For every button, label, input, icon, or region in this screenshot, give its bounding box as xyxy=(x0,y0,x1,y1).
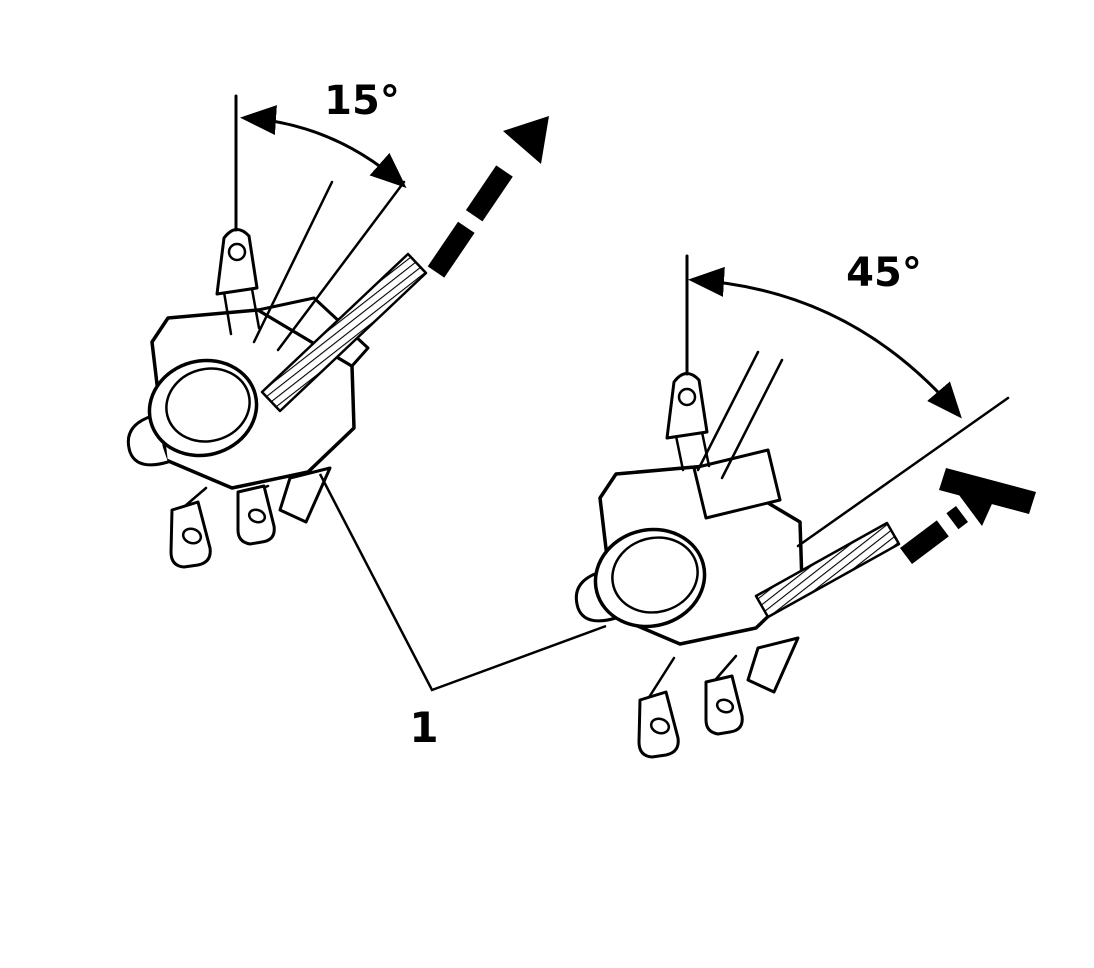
callout-leader-line xyxy=(318,473,607,692)
edge-line xyxy=(276,180,406,352)
top-tab-hole xyxy=(677,387,697,407)
angle-arc xyxy=(688,266,962,419)
top-tab-hole xyxy=(227,242,247,262)
mounting-hole xyxy=(247,508,267,524)
measure-extension-line xyxy=(796,396,1010,548)
left-angle-measurement xyxy=(234,94,407,232)
bracket-flange xyxy=(746,636,800,694)
direction-bar xyxy=(939,468,1036,514)
top-block xyxy=(692,448,782,520)
bracket-flange xyxy=(278,466,332,524)
cylinder-face-inner xyxy=(611,536,699,614)
callout-label: 1 xyxy=(409,703,438,752)
mounting-hole xyxy=(715,698,735,714)
hatched-plunger xyxy=(260,252,428,413)
right-angle-measurement xyxy=(685,254,962,419)
angle-label-right: 45° xyxy=(846,250,922,296)
tab-edge-line xyxy=(222,290,233,336)
right-direction-arrow xyxy=(900,468,1036,564)
cylinder-face-inner xyxy=(165,367,251,443)
housing-lobe xyxy=(126,414,170,467)
angle-label-left: 15° xyxy=(324,78,400,124)
arrow-shaft xyxy=(900,506,968,564)
callout xyxy=(318,473,607,692)
right-view xyxy=(574,350,1010,759)
mounting-hole xyxy=(181,527,203,545)
tab-edge-line xyxy=(250,287,261,330)
tab-edge-line xyxy=(674,434,685,472)
arrow-head xyxy=(503,116,549,164)
left-view xyxy=(126,180,428,569)
left-direction-arrow xyxy=(427,116,549,278)
hatched-plunger xyxy=(754,521,901,619)
top-tab xyxy=(215,228,259,296)
tab-edge-line xyxy=(700,430,711,468)
bracket-edge-line xyxy=(644,656,676,704)
arrow-shaft xyxy=(427,154,521,278)
edge-line xyxy=(252,180,334,344)
angle-arc xyxy=(240,105,407,188)
mounting-hole xyxy=(649,717,671,735)
